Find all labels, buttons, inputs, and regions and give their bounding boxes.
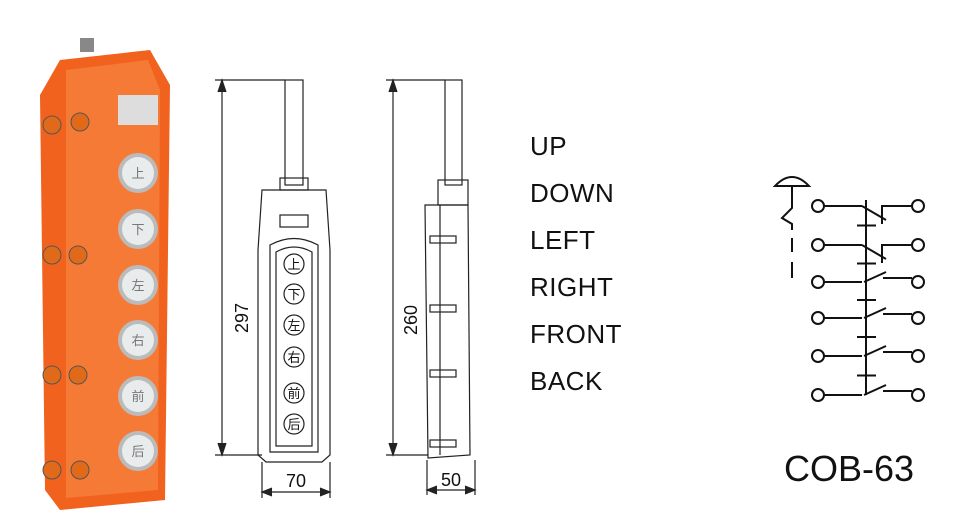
photo-button-label: 前	[131, 389, 144, 404]
no-contact-icon	[863, 345, 912, 357]
drawing-button-label: 右	[287, 350, 300, 365]
front-height-dimension: 297	[232, 303, 252, 333]
function-label-left: LEFT	[530, 225, 596, 255]
drawing-button	[283, 382, 305, 404]
terminal-icon	[911, 238, 925, 252]
terminal-icon	[911, 311, 925, 325]
drawing-button-label: 左	[287, 318, 300, 333]
photo-button	[122, 324, 154, 356]
pendant-label-plate	[118, 95, 158, 125]
photo-button-label: 后	[131, 444, 144, 459]
drawing-button	[283, 346, 305, 368]
function-label-down: DOWN	[530, 178, 615, 208]
function-label-right: RIGHT	[530, 272, 614, 302]
nc-contact-icon	[861, 244, 912, 263]
side-height-dimension: 260	[401, 305, 421, 335]
terminal-icon	[911, 275, 925, 289]
photo-button-label: 右	[131, 333, 144, 348]
photo-button	[122, 213, 154, 245]
terminal-icon	[811, 238, 825, 252]
drawing-button-label: 后	[287, 417, 300, 432]
photo-button	[122, 157, 154, 189]
circuit-schematic	[772, 176, 925, 402]
drawing-button	[283, 283, 305, 305]
function-label-back: BACK	[530, 366, 603, 396]
emergency-stop-icon	[772, 176, 812, 187]
function-label-up: UP	[530, 131, 568, 161]
drawing-button	[283, 314, 305, 336]
terminal-icon	[911, 388, 925, 402]
function-label-front: FRONT	[530, 319, 623, 349]
terminal-icon	[811, 388, 825, 402]
photo-button	[122, 435, 154, 467]
no-contact-icon	[863, 384, 912, 396]
terminal-icon	[911, 199, 925, 213]
drawing-button-label: 前	[287, 386, 300, 401]
side-view-drawing	[386, 78, 477, 495]
terminal-icon	[811, 199, 825, 213]
terminal-icon	[811, 311, 825, 325]
drawing-button-label: 下	[287, 287, 300, 302]
no-contact-icon	[863, 307, 912, 319]
photo-button	[122, 269, 154, 301]
model-number: COB-63	[784, 448, 915, 489]
terminal-icon	[911, 349, 925, 363]
nc-contact-icon	[861, 205, 912, 224]
photo-button	[122, 380, 154, 412]
terminal-icon	[811, 275, 825, 289]
no-contact-icon	[863, 271, 912, 283]
drawing-button	[283, 253, 305, 275]
terminal-icon	[811, 349, 825, 363]
photo-button-label: 下	[131, 222, 144, 237]
front-view-drawing	[215, 78, 332, 498]
drawing-button-label: 上	[287, 257, 300, 272]
front-width-dimension: 70	[286, 471, 306, 491]
photo-button-label: 左	[131, 278, 144, 293]
photo-button-label: 上	[131, 166, 144, 181]
drawing-button	[283, 413, 305, 435]
side-width-dimension: 50	[441, 470, 461, 490]
